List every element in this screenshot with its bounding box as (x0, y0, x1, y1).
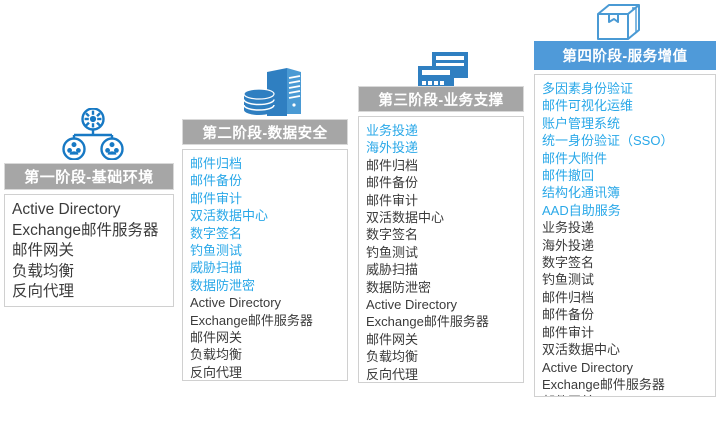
org-chart-gear-icon (58, 106, 128, 160)
list-item: 海外投递 (542, 237, 595, 253)
phase-3-item-list: 业务投递海外投递邮件归档邮件备份邮件审计双活数据中心数字签名钓鱼测试威胁扫描数据… (358, 116, 524, 383)
list-item: 邮件备份 (190, 173, 243, 189)
list-item: 邮件网关 (542, 393, 708, 396)
list-item: 数字签名 (366, 227, 419, 243)
list-item: 统一身份验证（SSO） (542, 133, 674, 149)
phase-2-item-list: 邮件归档邮件备份邮件审计双活数据中心数字签名钓鱼测试威胁扫描数据防泄密 Activ… (182, 149, 348, 381)
list-item: 数据防泄密 (190, 277, 256, 293)
list-item: 邮件网关 (190, 330, 243, 346)
list-item: 双活数据中心 (366, 210, 445, 226)
list-item: 负载均衡 (190, 347, 243, 363)
list-item: 邮件备份 (542, 307, 595, 323)
phase-3-header: 第三阶段-业务支撑 (358, 86, 524, 112)
list-item: 邮件撤回 (542, 168, 595, 184)
list-item: 反向代理 (12, 283, 75, 300)
phase-1-header: 第一阶段-基础环境 (4, 163, 174, 190)
list-item: 负载均衡 (366, 349, 419, 365)
phase-2-header: 第二阶段-数据安全 (182, 119, 348, 145)
list-item: 钓鱼测试 (542, 272, 595, 288)
list-item: 数字签名 (190, 225, 243, 241)
list-item: 邮件审计 (190, 190, 243, 206)
list-item: 邮件审计 (366, 192, 419, 208)
list-item: 数据防泄密 (366, 279, 432, 295)
list-item: 业务投递 (542, 220, 595, 236)
list-item: 邮件大附件 (542, 150, 608, 166)
server-database-icon (240, 66, 310, 118)
list-item: 钓鱼测试 (190, 243, 243, 259)
list-item: 多因素身份验证 (542, 81, 634, 96)
list-item: 威胁扫描 (366, 262, 419, 278)
list-item: Active Directory (190, 295, 282, 311)
list-item: 邮件可视化运维 (542, 98, 634, 114)
list-item: Active Directory (542, 359, 634, 375)
phase-4-item-list: 多因素身份验证邮件可视化运维账户管理系统统一身份验证（SSO）邮件大附件邮件撤回… (534, 74, 716, 397)
list-item: 账户管理系统 (542, 115, 621, 131)
list-item: 负载均衡 (12, 262, 75, 280)
list-item: 双活数据中心 (542, 342, 621, 358)
package-box-icon (584, 2, 654, 42)
list-item: Exchange邮件服务器 (542, 376, 665, 392)
list-item: 邮件归档 (542, 289, 595, 305)
list-item: Active Directory (366, 297, 458, 313)
list-item: Exchange邮件服务器 (366, 314, 489, 330)
list-item: 双活数据中心 (190, 208, 269, 224)
list-item: 邮件备份 (366, 175, 419, 191)
list-item: Active Directory (12, 201, 121, 218)
list-item: 邮件网关 (366, 331, 419, 347)
phase-4-header: 第四阶段-服务增值 (534, 41, 716, 70)
list-item: 反向代理 (366, 366, 419, 382)
list-item: 业务投递 (366, 123, 419, 138)
list-item: 结构化通讯簿 (542, 185, 621, 201)
list-item: 邮件归档 (190, 156, 243, 171)
list-item: 邮件审计 (542, 324, 595, 340)
list-item: 反向代理 (190, 364, 243, 380)
list-item: 海外投递 (366, 140, 419, 156)
list-item: Exchange邮件服务器 (190, 312, 313, 328)
list-item: 钓鱼测试 (366, 244, 419, 260)
list-item: 邮件归档 (366, 157, 419, 173)
list-item: 邮件网关 (12, 242, 75, 259)
list-item: 数字签名 (542, 255, 595, 271)
list-item: AAD自助服务 (542, 202, 621, 218)
list-item: 威胁扫描 (190, 260, 243, 276)
list-item: Exchange邮件服务器 (12, 221, 159, 239)
